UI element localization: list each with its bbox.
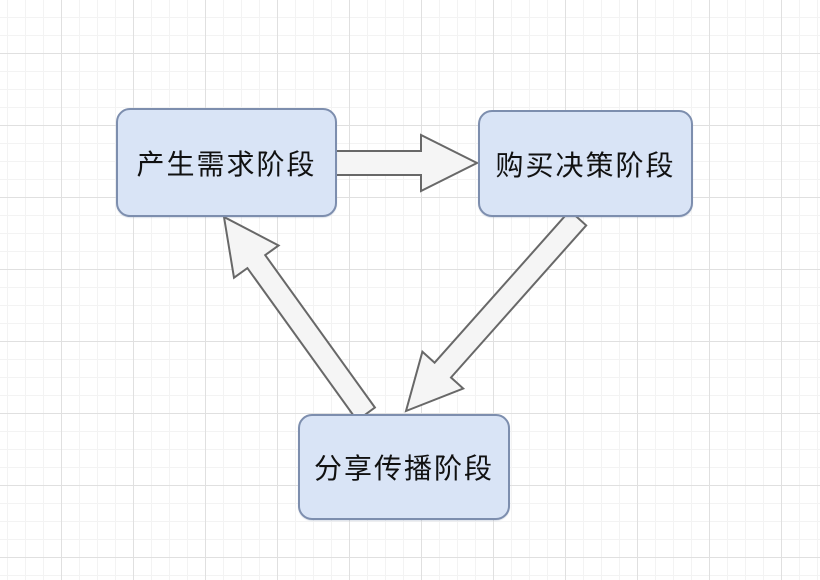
node-demand-stage[interactable]: 产生需求阶段 xyxy=(116,108,337,217)
arrow-share-to-demand[interactable] xyxy=(222,215,377,422)
arrow-demand-to-purchase[interactable] xyxy=(335,133,480,193)
node-share-spread-stage-label: 分享传播阶段 xyxy=(313,453,494,484)
node-share-spread-stage[interactable]: 分享传播阶段 xyxy=(298,414,510,520)
node-demand-stage-label: 产生需求阶段 xyxy=(136,148,317,180)
node-purchase-decision-stage-label: 购买决策阶段 xyxy=(495,149,676,181)
node-purchase-decision-stage[interactable]: 购买决策阶段 xyxy=(478,110,693,217)
arrow-purchase-to-share[interactable] xyxy=(404,209,588,413)
